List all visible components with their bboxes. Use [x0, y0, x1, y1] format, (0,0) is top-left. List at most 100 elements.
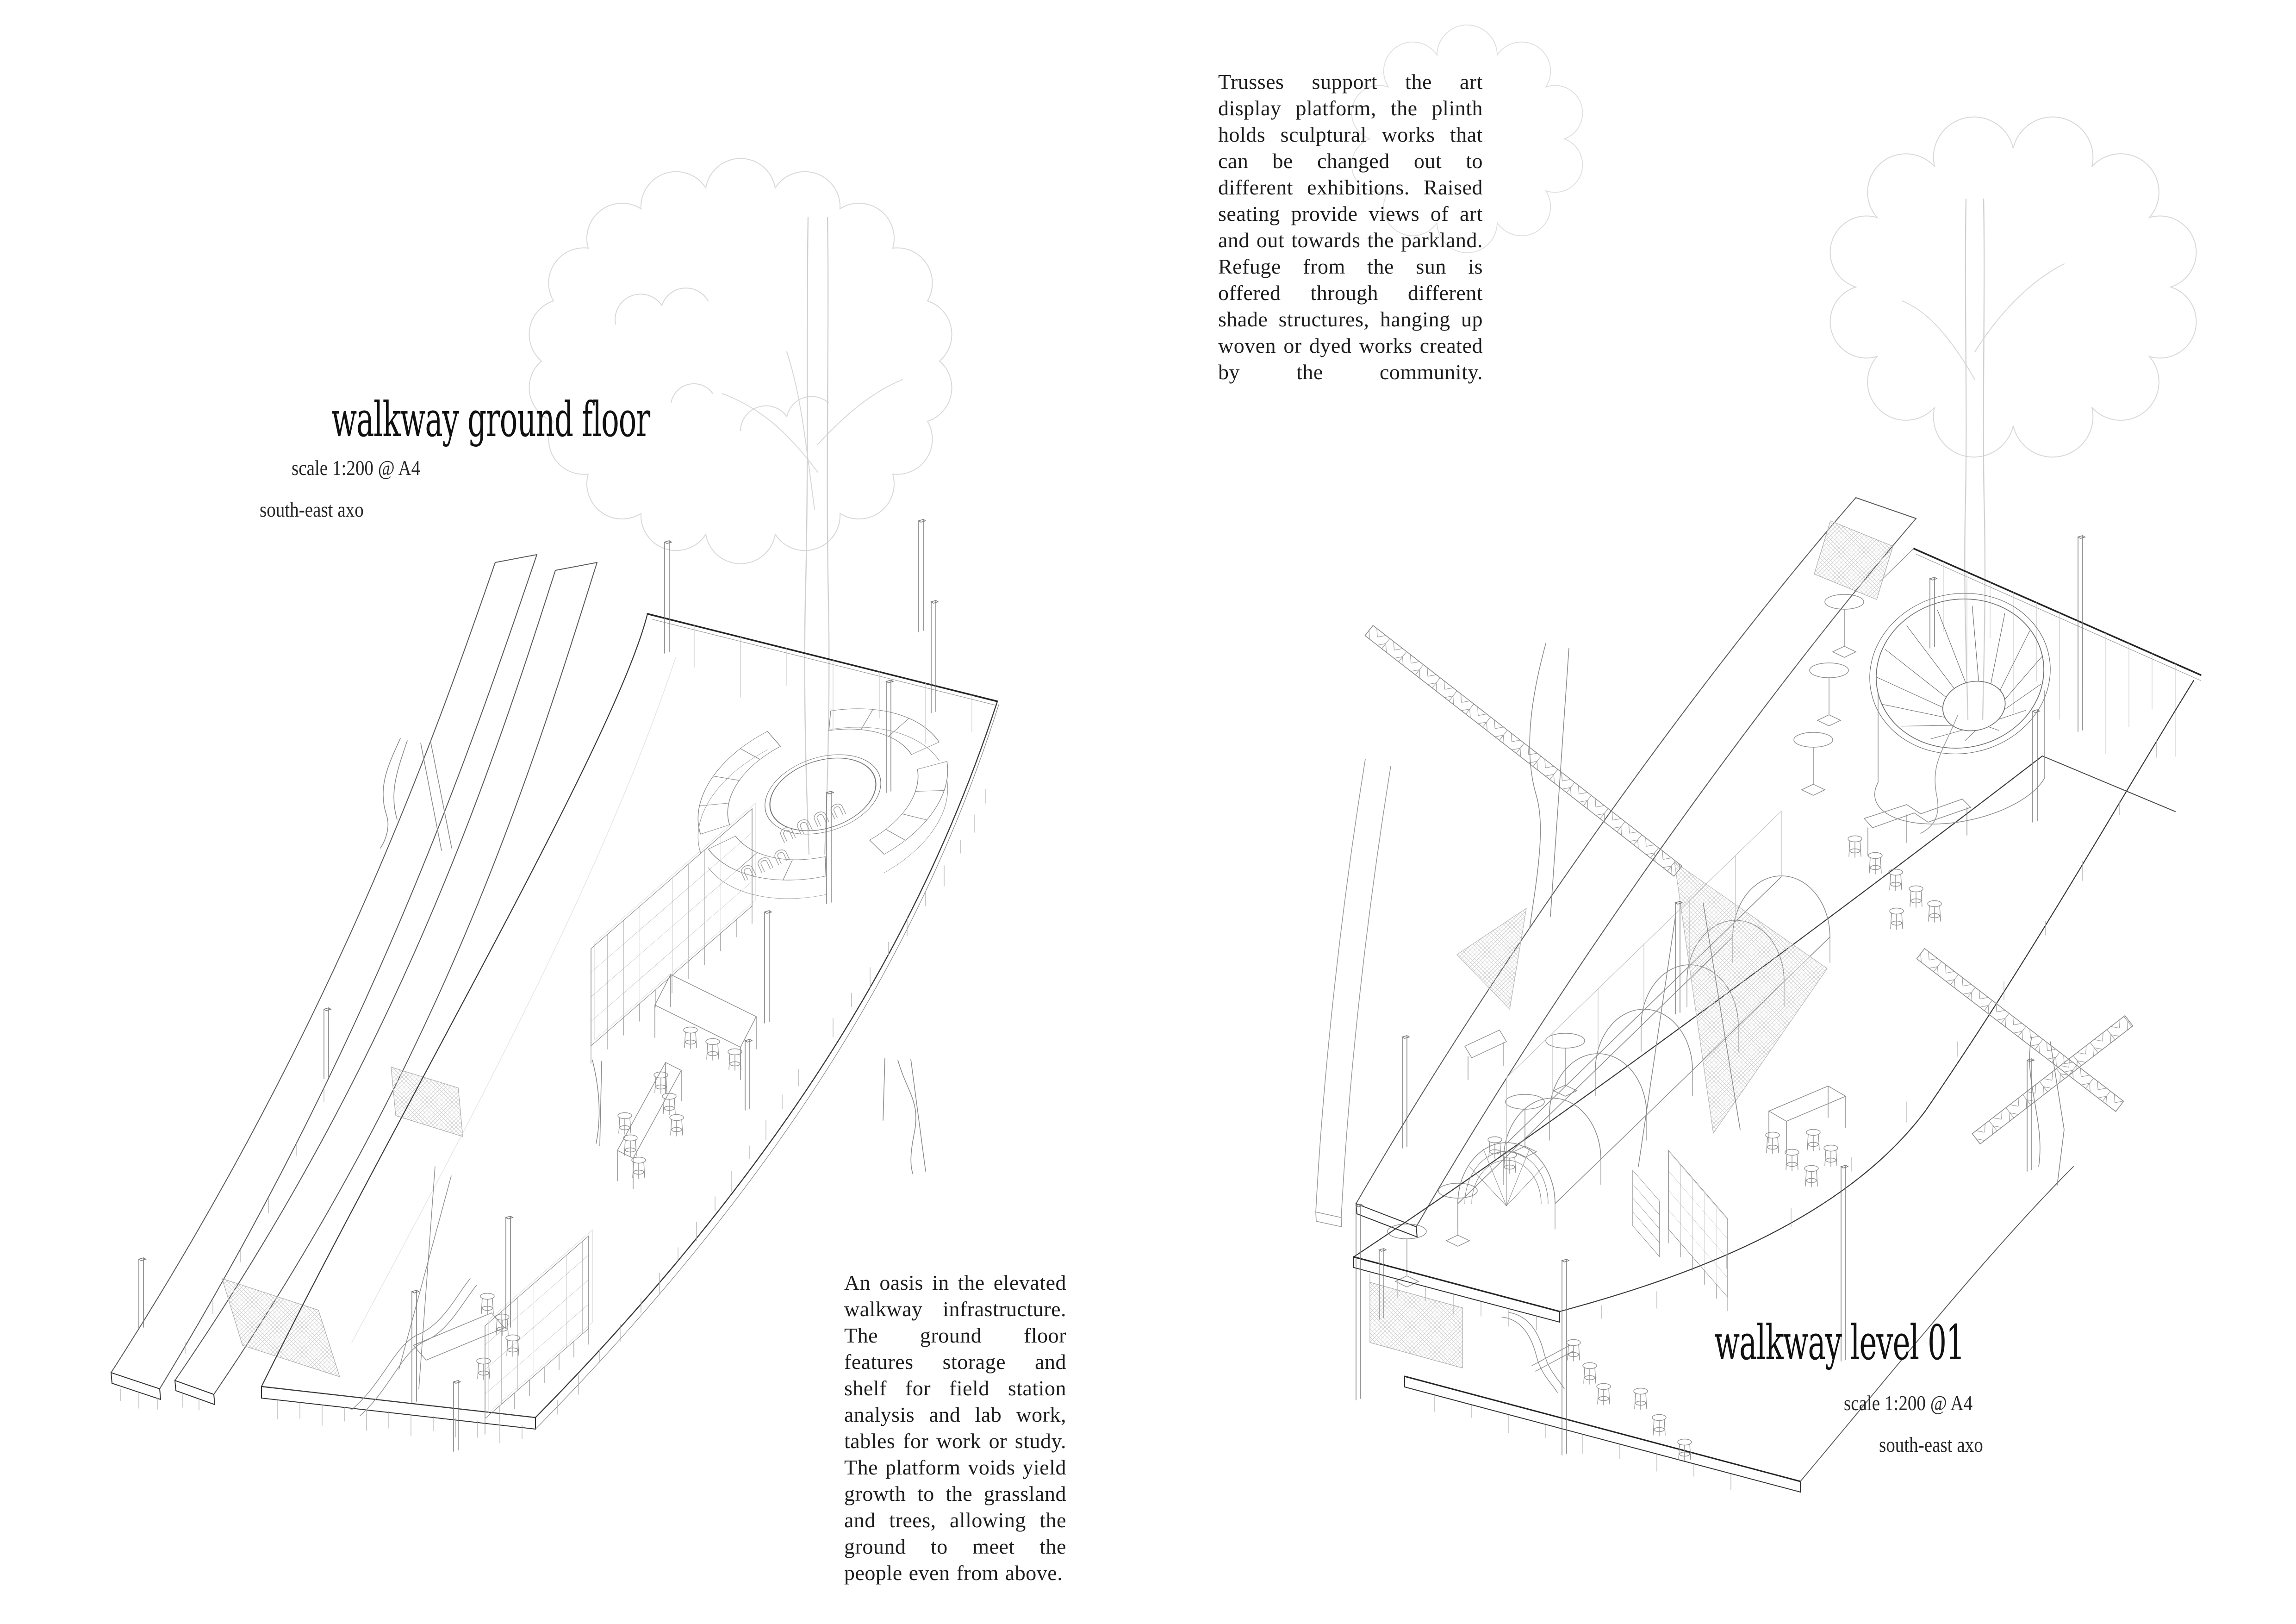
stool: [705, 1038, 720, 1061]
stool: [1596, 1383, 1611, 1405]
zigzag-table: [1863, 799, 1972, 856]
post: [453, 1380, 461, 1452]
stool: [1633, 1387, 1648, 1410]
side-strip: [1315, 759, 1391, 1228]
shade-sails: [1456, 861, 1828, 1134]
stool: [1888, 868, 1903, 891]
stool: [1868, 852, 1883, 874]
stool: [1566, 1339, 1581, 1362]
hatched-ramps: [222, 1067, 463, 1377]
stool: [631, 1156, 646, 1179]
post: [324, 1007, 331, 1079]
stool: [1804, 1165, 1819, 1187]
pile-ticks: [1434, 1395, 1731, 1490]
pile-ticks: [557, 789, 986, 1415]
tree-canopy-icon: [1351, 25, 1583, 253]
right-figure-scale-label: scale 1:200 @ A4: [1844, 1391, 1973, 1415]
round-table: [1824, 594, 1864, 658]
right-figure-view-label: south-east axo: [1879, 1433, 1983, 1456]
post: [1402, 1035, 1410, 1149]
pile-ticks: [1369, 1273, 1537, 1330]
ladder-shelf: [1632, 1169, 1660, 1258]
stool: [1502, 1151, 1517, 1174]
bent-poles: [380, 738, 926, 1174]
funnel-cylinder: [1874, 690, 2045, 824]
post: [1675, 901, 1683, 1014]
tree-trunk: [1964, 198, 1986, 721]
stool: [1909, 885, 1923, 908]
round-table: [1809, 662, 1849, 726]
post: [664, 540, 672, 654]
post: [411, 1290, 419, 1403]
lower-platform: [1404, 1166, 2074, 1493]
funnel-crater: [1869, 593, 2051, 755]
edge-hangers: [694, 625, 972, 744]
post: [826, 791, 834, 904]
long-table: [1768, 1086, 1847, 1153]
stool: [683, 1026, 698, 1049]
platform-void: [765, 754, 881, 835]
sinuous-bench: [351, 1166, 505, 1416]
lattice-truss: [1972, 1015, 2134, 1145]
round-table: [1793, 732, 1833, 796]
drafting-table: [1464, 1030, 1507, 1080]
hatched-deck: [1814, 520, 1893, 600]
post: [1356, 1204, 1363, 1400]
left-figure-caption: An oasis in the elevated walkway infrast…: [844, 1271, 1066, 1585]
walkway-strips: [110, 554, 597, 1405]
pile-ticks: [277, 1400, 523, 1443]
storage-shelf-wall: [591, 802, 756, 1064]
left-figure-view-label: south-east axo: [260, 498, 364, 521]
post: [2032, 709, 2040, 823]
stool: [1487, 1136, 1502, 1159]
lattice-truss: [1916, 948, 2124, 1112]
post: [2078, 535, 2085, 732]
post: [138, 1257, 146, 1329]
stool: [480, 1293, 495, 1315]
stool: [728, 1048, 742, 1071]
stool: [1765, 1131, 1780, 1154]
hatched-ramp: [1369, 1282, 1463, 1368]
stool: [617, 1112, 632, 1135]
stool: [662, 1093, 677, 1115]
stool: [1848, 835, 1862, 858]
right-figure-title: walkway level 01: [1714, 1314, 1965, 1371]
stool: [1927, 900, 1942, 923]
right-figure-annotation: Trusses support the art display platform…: [1218, 70, 1483, 384]
tree-canopy-icon: [529, 158, 952, 564]
main-platform: [261, 613, 999, 1430]
edge-hangers: [1943, 562, 2176, 757]
lattice-truss: [1364, 625, 1683, 877]
left-drawing-walkway-ground-floor: [110, 158, 999, 1452]
stool: [1785, 1149, 1799, 1171]
post: [918, 519, 926, 632]
pile-ticks: [120, 1087, 324, 1411]
sinuous-bench: [1501, 1312, 1574, 1393]
stool: [1889, 907, 1904, 930]
tree-trunk: [804, 217, 830, 855]
storage-shelf-wall: [485, 1229, 593, 1435]
post: [1929, 577, 1937, 649]
storage-shelf-wall: [1668, 1149, 1728, 1311]
left-figure-title: walkway ground floor: [331, 391, 650, 448]
stool: [669, 1114, 684, 1137]
bike-racks: [778, 802, 846, 843]
pile-ticks: [1601, 740, 2157, 1319]
post: [745, 1039, 753, 1111]
work-table: [654, 974, 757, 1080]
stool: [1806, 1129, 1821, 1151]
upper-walkway-strip: [1355, 497, 1916, 1238]
bent-poles: [1529, 643, 2065, 1186]
tree-canopy-icon: [1829, 116, 2197, 458]
stool: [1823, 1144, 1838, 1167]
right-drawing-walkway-level-01: [1315, 25, 2202, 1493]
slide-path: [1920, 715, 1958, 834]
stool: [1582, 1362, 1597, 1385]
post: [764, 910, 772, 1024]
left-figure-scale-label: scale 1:200 @ A4: [292, 456, 421, 480]
wall-top-edge: [1879, 548, 2202, 681]
post: [931, 600, 939, 713]
post: [886, 680, 894, 793]
